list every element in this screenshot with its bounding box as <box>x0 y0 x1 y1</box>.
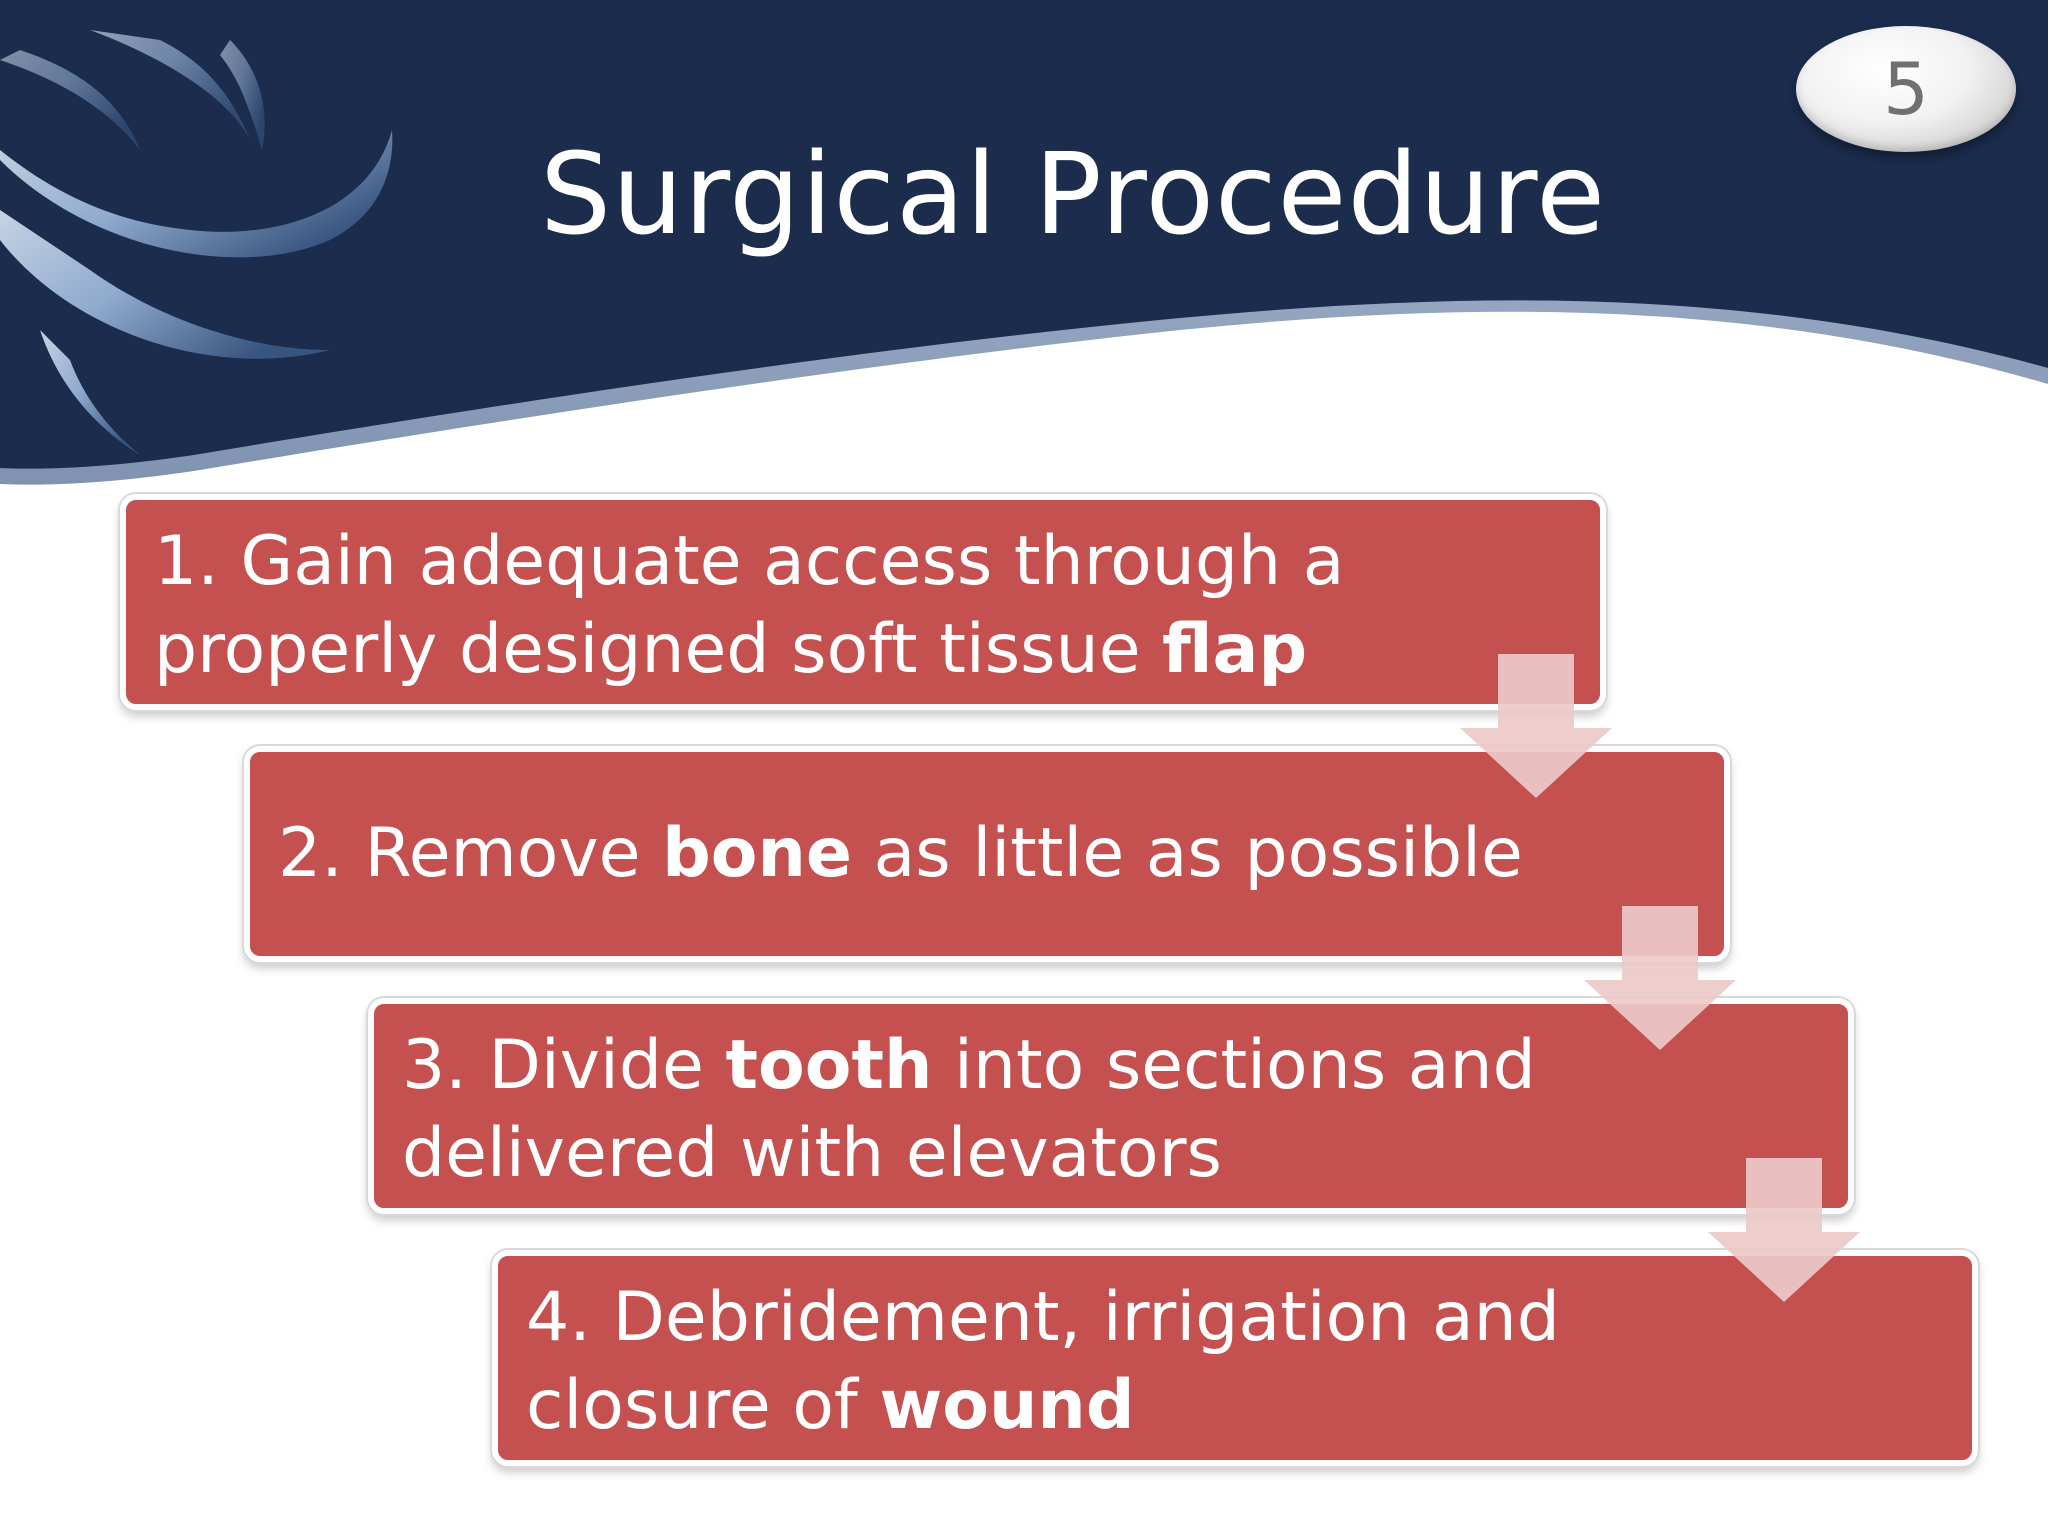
step-1-line-2: properly designed soft tissue flap <box>154 610 1308 689</box>
step-4-box: 4. Debridement, irrigation and closure o… <box>492 1250 1978 1466</box>
step-2-line-1: 2. Remove bone as little as possible <box>278 814 1523 893</box>
page-number-badge: 5 <box>1796 26 2016 152</box>
header-banner <box>0 0 2048 485</box>
slide-title: Surgical Procedure <box>540 130 1607 260</box>
down-arrow-icon <box>1708 1158 1860 1302</box>
wing-decoration <box>0 30 393 455</box>
step-3-line-2: delivered with elevators <box>402 1114 1222 1193</box>
step-3-box: 3. Divide tooth into sections and delive… <box>368 998 1854 1214</box>
step-4-line-1: 4. Debridement, irrigation and <box>526 1278 1560 1357</box>
down-arrow-icon <box>1584 906 1736 1050</box>
step-1-box: 1. Gain adequate access through a proper… <box>120 494 1606 710</box>
down-arrow-icon <box>1460 654 1612 798</box>
step-1-line-1: 1. Gain adequate access through a <box>154 522 1345 601</box>
step-3-line-1: 3. Divide tooth into sections and <box>402 1026 1536 1105</box>
step-4-line-2: closure of wound <box>526 1366 1135 1445</box>
step-2-box: 2. Remove bone as little as possible <box>244 746 1730 962</box>
page-number: 5 <box>1883 47 1929 131</box>
